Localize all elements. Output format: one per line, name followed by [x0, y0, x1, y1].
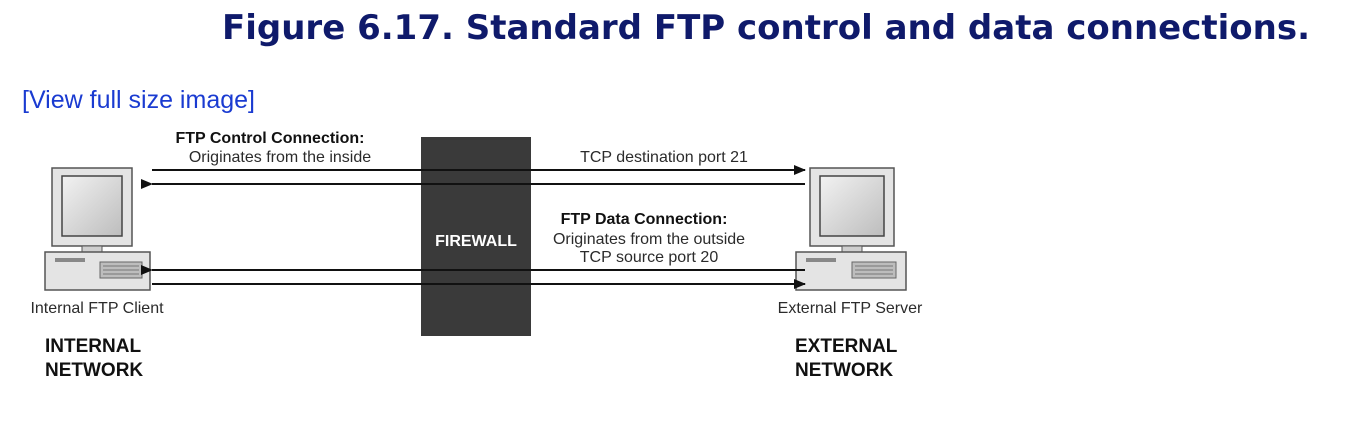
server-label: External FTP Server — [778, 300, 923, 317]
external-network-line1: EXTERNAL — [795, 336, 898, 357]
client-computer-icon — [44, 167, 151, 291]
control-port: TCP destination port 21 — [580, 149, 748, 166]
external-network-line2: NETWORK — [795, 360, 893, 381]
data-heading: FTP Data Connection: — [561, 211, 728, 228]
figure-title: Figure 6.17. Standard FTP control and da… — [222, 8, 1310, 48]
control-origin: Originates from the inside — [189, 149, 371, 166]
data-origin: Originates from the outside — [553, 231, 745, 248]
data-port: TCP source port 20 — [580, 249, 719, 266]
internal-network-line2: NETWORK — [45, 360, 143, 381]
view-full-size-link[interactable]: [View full size image] — [22, 86, 255, 114]
firewall-label: FIREWALL — [435, 233, 517, 250]
client-label: Internal FTP Client — [30, 300, 164, 317]
internal-network-line1: INTERNAL — [45, 336, 141, 357]
server-computer-icon — [795, 167, 907, 291]
control-heading: FTP Control Connection: — [175, 130, 364, 147]
